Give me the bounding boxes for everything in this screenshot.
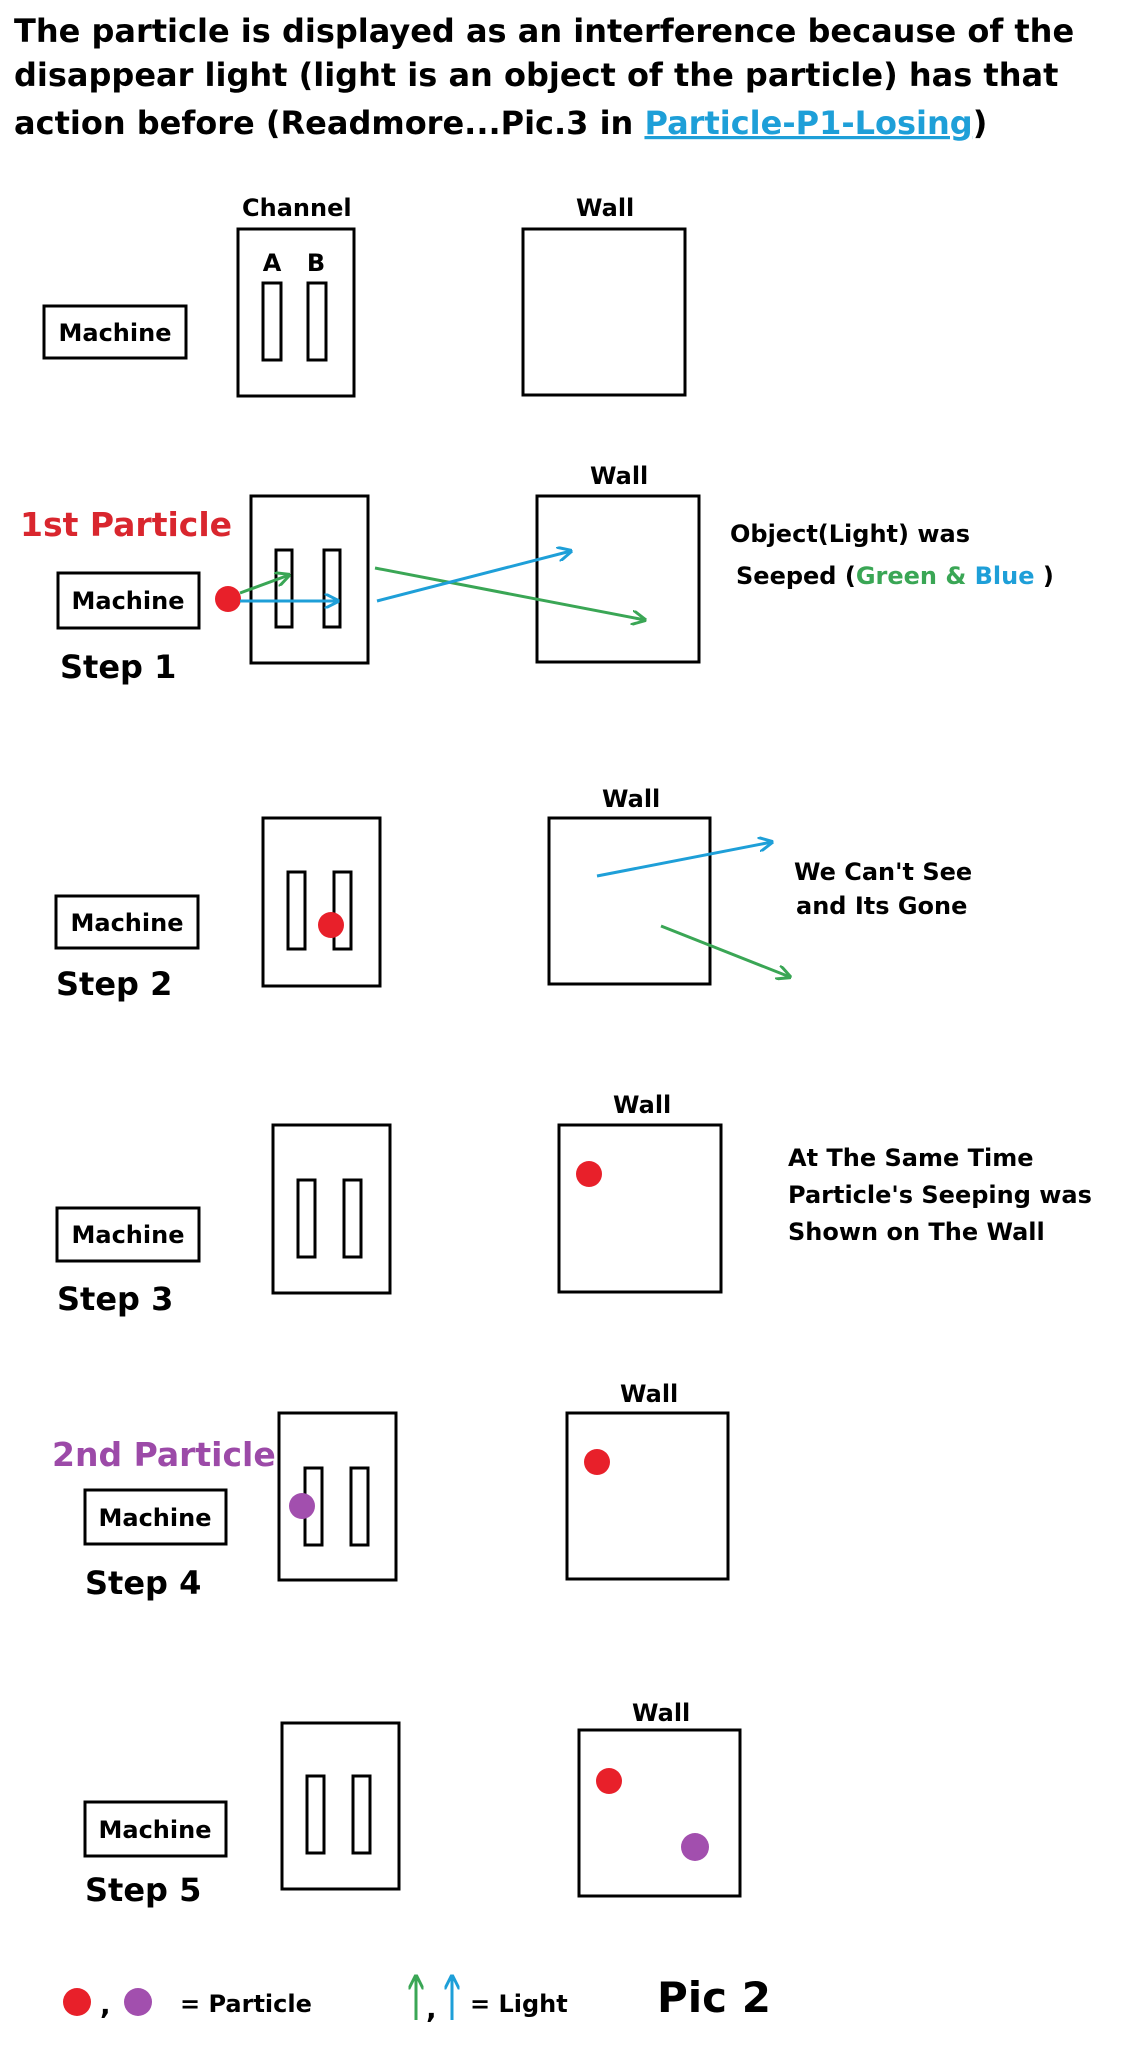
wall-box bbox=[557, 1123, 723, 1294]
purple-particle bbox=[289, 1493, 315, 1519]
machine-label: Machine bbox=[71, 909, 184, 937]
slit-a bbox=[286, 870, 307, 951]
step-1-note-close: ) bbox=[1035, 562, 1054, 590]
machine-box bbox=[83, 1800, 228, 1858]
red-particle bbox=[318, 912, 344, 938]
wall-label: Wall bbox=[576, 194, 634, 222]
slit-b-label: B bbox=[307, 249, 325, 277]
step-1-label: Step 1 bbox=[60, 648, 176, 686]
slit-b bbox=[332, 870, 353, 951]
wall-box bbox=[547, 816, 712, 986]
red-particle bbox=[584, 1449, 610, 1475]
slit-b bbox=[351, 1774, 372, 1855]
step-4-label: Step 4 bbox=[85, 1564, 201, 1602]
channel-box bbox=[249, 494, 370, 665]
machine-box bbox=[55, 1206, 201, 1263]
step-2-note-line-1: We Can't See bbox=[794, 858, 972, 886]
legend-particle-separator: , bbox=[100, 1988, 111, 2021]
machine-box bbox=[56, 571, 201, 630]
machine-label: Machine bbox=[72, 587, 185, 615]
first-particle-label: 1st Particle bbox=[20, 505, 232, 544]
channel-box bbox=[236, 227, 356, 398]
wall-label: Wall bbox=[613, 1091, 671, 1119]
step-2-note-line-2: and Its Gone bbox=[796, 892, 967, 920]
step-3-panel: Machine Step 3 Wall At The Same Time Par… bbox=[55, 1091, 1092, 1318]
legend-particle-label: = Particle bbox=[180, 1990, 312, 2018]
wall-label: Wall bbox=[602, 785, 660, 813]
channel-box bbox=[277, 1411, 398, 1582]
step-1-panel: 1st Particle Machine Step 1 Wall Object(… bbox=[20, 462, 1054, 686]
step-4-panel: 2nd Particle Machine Step 4 Wall bbox=[52, 1380, 730, 1602]
setup-panel: Channel Wall Machine A B bbox=[42, 194, 687, 398]
slit-a bbox=[274, 548, 294, 629]
step-1-note-blue: Blue bbox=[975, 562, 1035, 590]
green-light-arrow-short bbox=[239, 575, 289, 595]
machine-label: Machine bbox=[99, 1504, 212, 1532]
legend-red-particle bbox=[63, 1988, 91, 2016]
purple-particle bbox=[681, 1833, 709, 1861]
machine-box bbox=[42, 304, 188, 360]
wall-box bbox=[565, 1411, 730, 1581]
machine-label: Machine bbox=[72, 1221, 185, 1249]
channel-box bbox=[280, 1721, 401, 1891]
red-particle bbox=[576, 1161, 602, 1187]
slit-b bbox=[306, 281, 328, 362]
heading-line-3-prefix: action before (Readmore...Pic.3 in bbox=[14, 104, 644, 142]
legend: , = Particle , = Light Pic 2 bbox=[63, 1973, 771, 2025]
step-3-note-line-1: At The Same Time bbox=[788, 1144, 1034, 1172]
heading-line-3-suffix: ) bbox=[973, 104, 988, 142]
green-light-arrow bbox=[660, 924, 790, 977]
blue-light-arrow bbox=[596, 842, 772, 878]
slit-b bbox=[349, 1466, 370, 1547]
step-1-note-line-1: Object(Light) was bbox=[730, 520, 970, 548]
step-2-label: Step 2 bbox=[56, 965, 172, 1003]
step-3-note-line-2: Particle's Seeping was bbox=[788, 1181, 1092, 1209]
wall-box bbox=[577, 1728, 742, 1898]
step-1-note-seeped: Seeped ( bbox=[736, 562, 856, 590]
legend-light-label: = Light bbox=[470, 1990, 568, 2018]
machine-label: Machine bbox=[99, 1816, 212, 1844]
slit-b bbox=[342, 1178, 363, 1259]
channel-box bbox=[271, 1123, 392, 1295]
step-3-label: Step 3 bbox=[57, 1280, 173, 1318]
step-3-note-line-3: Shown on The Wall bbox=[788, 1218, 1045, 1246]
step-1-note-line-2: Seeped (Green & Blue ) bbox=[736, 562, 1054, 590]
slit-a bbox=[305, 1774, 326, 1855]
wall-box bbox=[535, 494, 701, 664]
wall-label: Wall bbox=[590, 462, 648, 490]
machine-label: Machine bbox=[59, 319, 172, 347]
heading: The particle is displayed as an interfer… bbox=[14, 12, 1074, 142]
step-1-note-green: Green bbox=[856, 562, 937, 590]
heading-line-3: action before (Readmore...Pic.3 in Parti… bbox=[14, 104, 987, 142]
step-2-panel: Machine Step 2 Wall We Can't See and Its… bbox=[54, 785, 972, 1003]
step-5-label: Step 5 bbox=[85, 1871, 201, 1909]
red-particle bbox=[215, 586, 241, 612]
heading-line-2: disappear light (light is an object of t… bbox=[14, 56, 1058, 94]
wall-label: Wall bbox=[620, 1380, 678, 1408]
step-1-note-amp: & bbox=[937, 562, 975, 590]
red-particle bbox=[596, 1768, 622, 1794]
second-particle-label: 2nd Particle bbox=[52, 1435, 276, 1474]
step-5-panel: Machine Step 5 Wall bbox=[83, 1699, 742, 1909]
machine-box bbox=[83, 1488, 228, 1546]
legend-light-separator: , bbox=[426, 1992, 437, 2025]
wall-box bbox=[521, 227, 687, 397]
slit-a-label: A bbox=[263, 249, 282, 277]
green-light-arrow bbox=[374, 566, 645, 620]
slit-a bbox=[261, 281, 283, 362]
particle-p1-losing-link[interactable]: Particle-P1-Losing bbox=[644, 104, 972, 142]
legend-purple-particle bbox=[124, 1988, 152, 2016]
figure-label: Pic 2 bbox=[657, 1973, 771, 2022]
blue-light-arrow bbox=[376, 551, 571, 603]
channel-label: Channel bbox=[242, 194, 352, 222]
machine-box bbox=[54, 894, 200, 950]
slit-a bbox=[296, 1178, 317, 1259]
channel-box bbox=[261, 816, 382, 988]
wall-label: Wall bbox=[632, 1699, 690, 1727]
slit-b bbox=[322, 548, 342, 629]
heading-line-1: The particle is displayed as an interfer… bbox=[14, 12, 1074, 50]
